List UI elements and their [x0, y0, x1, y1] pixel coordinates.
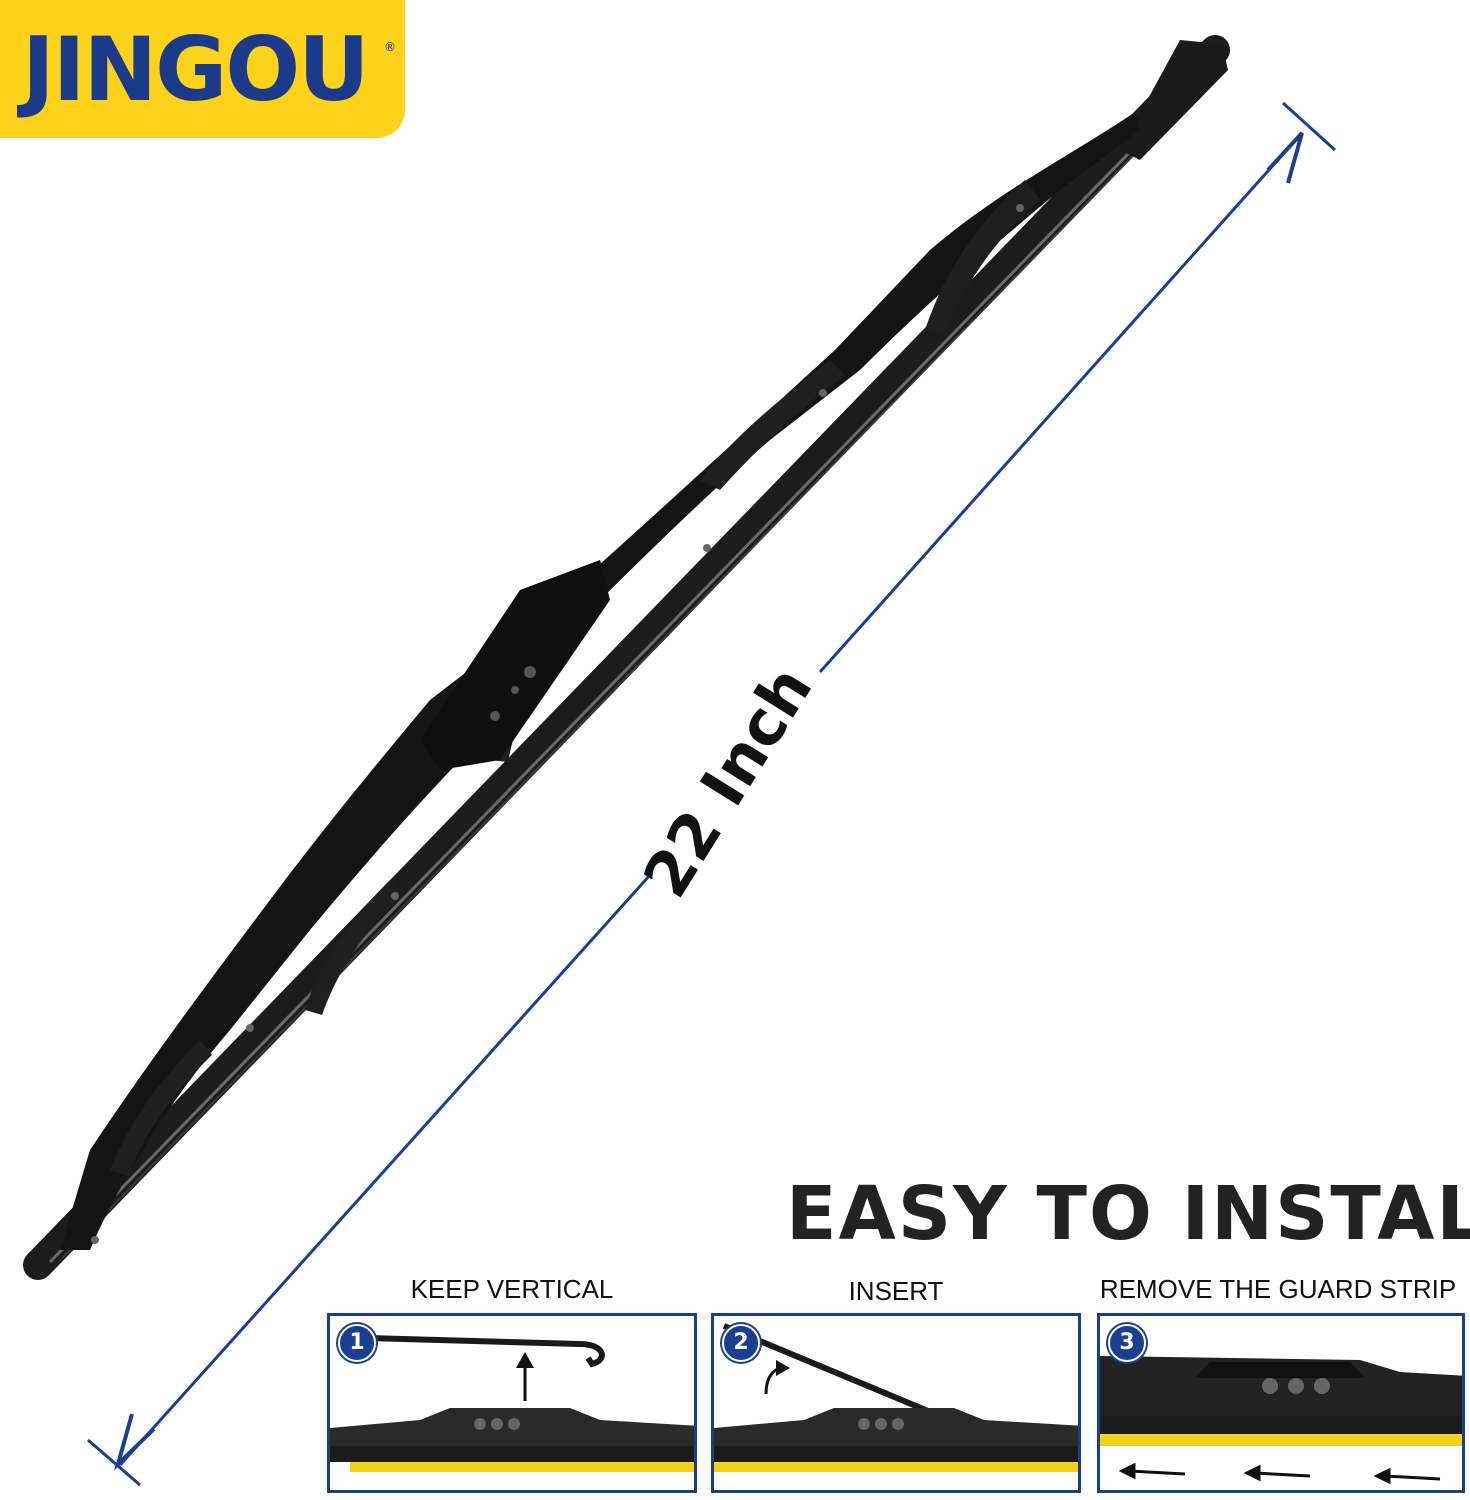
- step-3-panel: 3: [1097, 1313, 1465, 1493]
- step-2-panel: 2: [711, 1313, 1081, 1493]
- step-2-badge: 2: [722, 1324, 760, 1362]
- step-1-label: KEEP VERTICAL: [410, 1274, 614, 1304]
- step-3-badge: 3: [1108, 1324, 1146, 1362]
- left-arrow-icon: [1118, 1462, 1441, 1485]
- step-1-panel: 1: [327, 1313, 697, 1493]
- brand-logo: JINGOU ®: [0, 0, 405, 138]
- step-3-label: REMOVE THE GUARD STRIP: [1099, 1274, 1457, 1304]
- registered-mark: ®: [384, 40, 396, 54]
- brand-name: JINGOU: [22, 18, 370, 121]
- install-title: EASY TO INSTALL: [786, 1171, 1470, 1257]
- up-arrow-icon: [516, 1352, 534, 1401]
- dimension-arrow-icon: [87, 101, 1337, 1487]
- wiper-blade-image: [23, 35, 1230, 1280]
- step-2-label: INSERT: [848, 1276, 944, 1306]
- curved-arrow-icon: [764, 1360, 790, 1395]
- step-1-badge: 1: [338, 1324, 376, 1362]
